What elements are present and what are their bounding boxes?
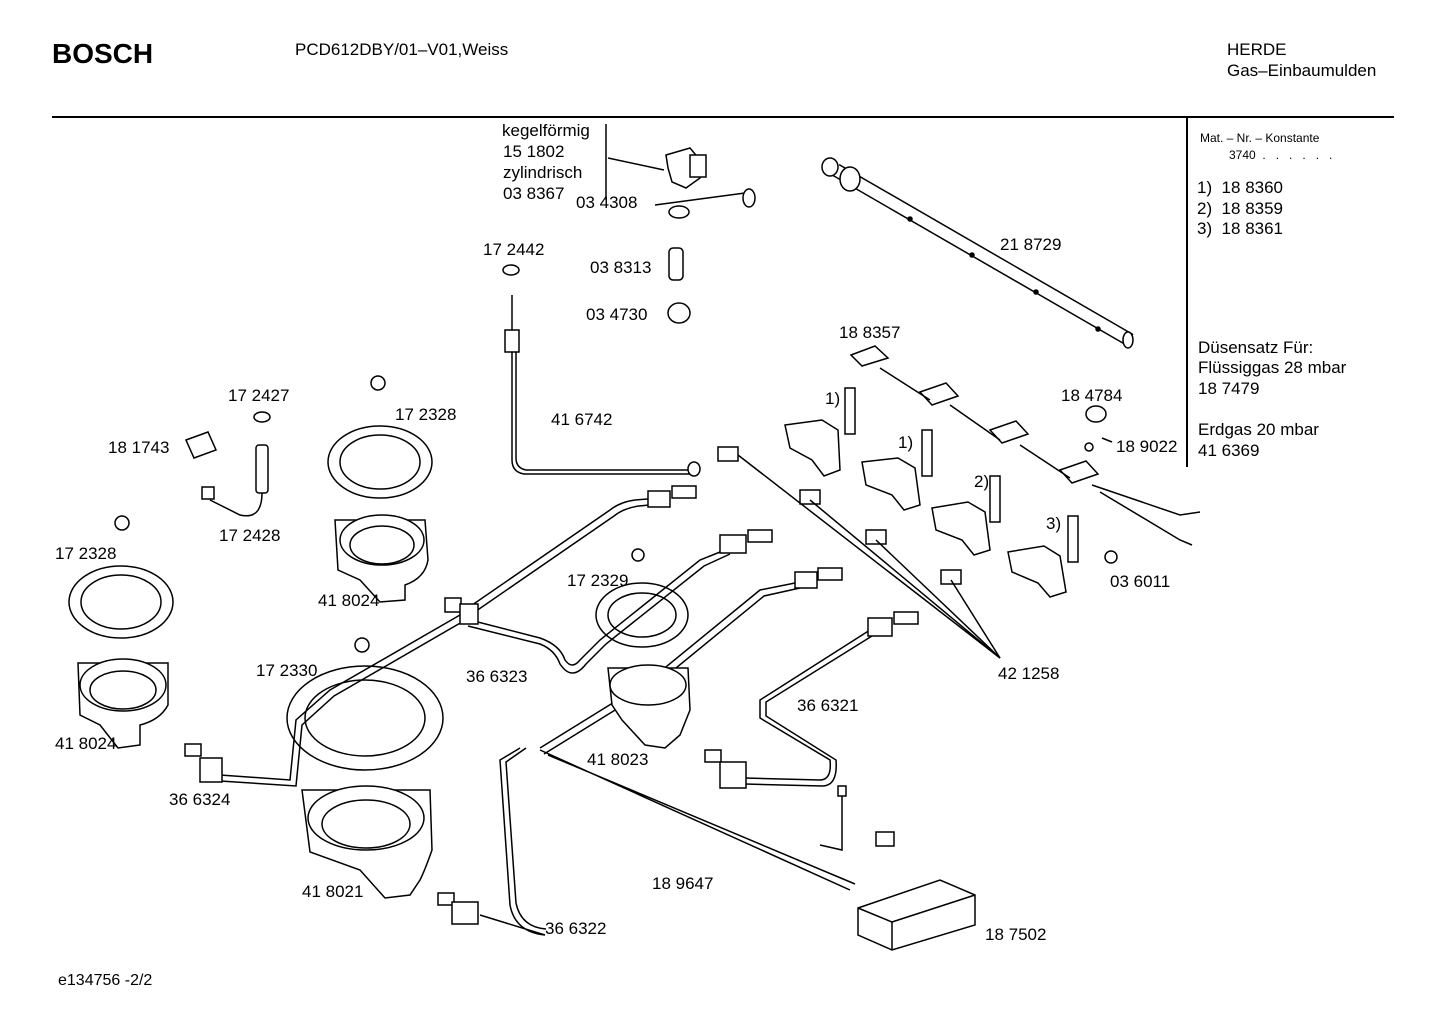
burner-housings bbox=[77, 514, 691, 899]
drawing-code: e134756 -2/2 bbox=[58, 972, 153, 989]
nozzle-title: Düsensatz Für: bbox=[1198, 338, 1314, 357]
model-number: PCD612DBY/01–V01,Weiss bbox=[295, 40, 509, 59]
label-366321: 36 6321 bbox=[797, 696, 859, 715]
header-divider bbox=[52, 116, 1394, 118]
label-172328-left: 17 2328 bbox=[55, 544, 117, 563]
label-418021: 41 8021 bbox=[302, 882, 364, 901]
variant-2: 2) 18 8359 bbox=[1197, 199, 1284, 218]
label-172442: 17 2442 bbox=[483, 240, 545, 259]
injectors bbox=[184, 485, 919, 925]
brand-logo: BOSCH bbox=[52, 38, 154, 69]
category-line-1: HERDE bbox=[1227, 40, 1287, 59]
label-366323: 36 6323 bbox=[466, 667, 528, 686]
label-366324: 36 6324 bbox=[169, 790, 231, 809]
ignition-switches bbox=[849, 345, 1201, 546]
lpg-label: Flüssiggas 28 mbar bbox=[1198, 358, 1347, 377]
label-034308: 03 4308 bbox=[576, 193, 638, 212]
label-036011: 03 6011 bbox=[1110, 572, 1171, 591]
label-172428: 17 2428 bbox=[219, 526, 281, 545]
label-418024-left: 41 8024 bbox=[55, 734, 117, 753]
elbow-fitting bbox=[607, 147, 746, 206]
label-418023: 41 8023 bbox=[587, 750, 649, 769]
label-189022: 18 9022 bbox=[1116, 437, 1178, 456]
mat-nr-label: Mat. – Nr. – Konstante bbox=[1200, 131, 1320, 145]
label-variant-2: 2) bbox=[974, 472, 990, 491]
label-421258: 42 1258 bbox=[998, 664, 1060, 683]
label-variant-3: 3) bbox=[1046, 514, 1062, 533]
label-218729: 21 8729 bbox=[1000, 235, 1062, 254]
lpg-part: 18 7479 bbox=[1198, 379, 1260, 398]
label-418024-top: 41 8024 bbox=[318, 591, 380, 610]
ignition-module bbox=[539, 749, 976, 951]
screws bbox=[114, 375, 645, 653]
label-189647: 18 9647 bbox=[652, 874, 714, 893]
natgas-part: 41 6369 bbox=[1198, 441, 1260, 460]
natgas-label: Erdgas 20 mbar bbox=[1198, 420, 1319, 439]
category: HERDE Gas–Einbaumulden bbox=[1227, 39, 1376, 81]
variant-3: 3) 18 8361 bbox=[1197, 219, 1284, 238]
label-181743: 18 1743 bbox=[108, 438, 170, 457]
label-038313: 03 8313 bbox=[590, 258, 652, 277]
sidebar-divider bbox=[1186, 117, 1188, 467]
label-151802: 15 1802 bbox=[503, 142, 565, 161]
label-416742: 41 6742 bbox=[551, 410, 613, 429]
label-172329: 17 2329 bbox=[567, 571, 629, 590]
gas-valves bbox=[784, 387, 1118, 598]
label-172427: 17 2427 bbox=[228, 386, 290, 405]
label-172328-top: 17 2328 bbox=[395, 405, 457, 424]
gas-tubes bbox=[219, 497, 873, 936]
variant-1: 1) 18 8360 bbox=[1197, 178, 1284, 197]
mat-nr-value: 3740 . . . . . . bbox=[1229, 148, 1333, 162]
label-188357: 18 8357 bbox=[839, 323, 901, 342]
label-kegelformig: kegelförmig bbox=[502, 121, 590, 140]
category-line-2: Gas–Einbaumulden bbox=[1227, 61, 1377, 80]
label-184784: 18 4784 bbox=[1061, 386, 1123, 405]
label-187502: 18 7502 bbox=[985, 925, 1047, 944]
label-034730: 03 4730 bbox=[586, 305, 648, 324]
label-variant-1a: 1) bbox=[825, 389, 841, 408]
label-variant-1b: 1) bbox=[898, 433, 914, 452]
label-366322: 36 6322 bbox=[545, 919, 607, 938]
label-172330: 17 2330 bbox=[256, 661, 318, 680]
label-zylindrisch: zylindrisch bbox=[503, 163, 583, 182]
gas-rail bbox=[821, 157, 1134, 349]
nozzle-caps bbox=[717, 446, 1001, 659]
label-038367: 03 8367 bbox=[503, 184, 565, 203]
